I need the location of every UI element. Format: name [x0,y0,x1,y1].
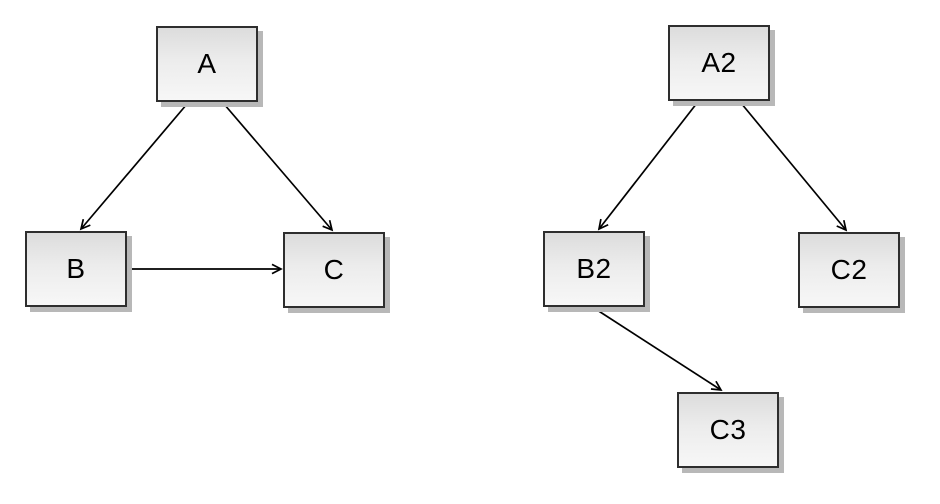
node-C-label: C [323,254,345,285]
node-B-label: B [66,253,86,284]
node-A-label: A [197,48,217,79]
edge-B2-C3 [593,307,723,392]
edge-A2-C2 [740,102,848,232]
edge-A-B [79,103,188,231]
node-C2-label: C2 [830,254,868,285]
node-A2: A2 [668,25,770,101]
edge-A2-B2 [597,102,698,231]
node-C3-label: C3 [709,414,747,445]
node-C2: C2 [798,232,900,308]
node-B2-label: B2 [576,253,612,284]
node-A2-label: A2 [701,47,737,78]
node-A: A [156,26,258,102]
node-B: B [25,231,127,307]
node-C3: C3 [677,392,779,468]
node-B2: B2 [543,231,645,307]
edge-A-C [223,103,334,232]
node-C: C [283,232,385,308]
